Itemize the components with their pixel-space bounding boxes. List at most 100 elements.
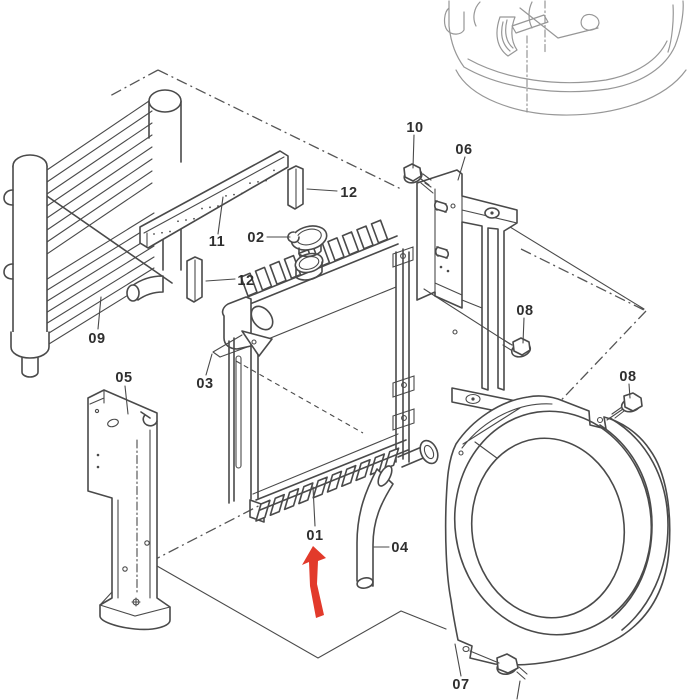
bracket-left-folds (89, 389, 171, 617)
callout-03: 03 (196, 376, 213, 392)
pipe-opening (423, 444, 435, 460)
plane-dash-left (149, 499, 271, 563)
bar-stipple-dot (153, 233, 155, 235)
bar-stipple-dot (257, 180, 259, 183)
tab-hole (401, 415, 407, 421)
hole (94, 408, 100, 414)
callout-04: 04 (391, 540, 408, 556)
bracket-right-outline (416, 169, 518, 391)
leader-11 (217, 196, 224, 235)
bar-stipple-dot (241, 192, 243, 195)
dot (446, 269, 450, 273)
hole (452, 329, 458, 335)
fitting-hole (251, 339, 257, 345)
bar-stipple-dot (249, 182, 251, 185)
right-tank-top (148, 89, 182, 113)
radiator-cap (287, 225, 328, 258)
oil-cooler (3, 89, 182, 378)
bar-stipple-dot (169, 230, 171, 233)
left-tank-foot (21, 357, 39, 378)
shroud-inner-ring (470, 437, 626, 619)
bracket-left-outline (87, 389, 171, 631)
callout-labels: 01 02 03 04 05 06 07 08 08 09 10 11 12 1… (88, 120, 636, 693)
elbow-opening (126, 284, 140, 302)
inlet-stub (250, 305, 274, 331)
hole (450, 203, 456, 209)
hose-body (356, 468, 394, 587)
cap-tab (287, 231, 300, 244)
leader-03 (205, 353, 213, 376)
engine-details (473, 1, 600, 57)
oil-cooler-tubes (35, 98, 155, 353)
radiator-bottom-tank (255, 439, 409, 511)
leader-01 (312, 486, 316, 527)
foot-nut (465, 393, 481, 405)
bolt-10 (403, 163, 432, 188)
engine-centerlines (526, 0, 546, 113)
hole (458, 450, 464, 456)
left-tank-cap (10, 331, 50, 359)
leader-08-lower (606, 383, 631, 421)
leader-06 (457, 156, 466, 181)
oil-cooler-right-tank (126, 89, 182, 302)
bar-stipple-dot (233, 193, 235, 196)
mount-tabs (392, 246, 415, 431)
callout-11: 11 (209, 234, 226, 250)
bar-stipple-dot (265, 179, 267, 182)
shroud-right-band (599, 417, 669, 631)
drain-hidden-line (235, 360, 364, 434)
pipe-flange (419, 439, 439, 465)
dot (96, 465, 100, 469)
bracket-plane-line (491, 215, 645, 310)
hole (144, 540, 150, 546)
dot (96, 453, 100, 457)
bolt-threads (420, 173, 432, 188)
leader-bottom-bolt (469, 650, 500, 664)
tab-hole (400, 253, 406, 259)
bolt-08-lower (611, 392, 643, 419)
fitting-body (241, 330, 273, 357)
nut-lower (434, 246, 450, 259)
radiator-top-tank (244, 235, 399, 307)
foot-hole (462, 645, 470, 653)
hose (356, 465, 394, 589)
bolt-threads (516, 666, 528, 700)
hole (122, 566, 128, 572)
callout-10: 10 (406, 120, 423, 136)
leader-08-upper (423, 288, 525, 345)
leader-07 (454, 643, 462, 677)
callout-08-upper: 08 (516, 303, 533, 319)
bolt-head (512, 337, 531, 356)
left-tank-body (12, 165, 48, 335)
bracket-left-slot-hole (107, 418, 119, 428)
callout-06: 06 (455, 142, 472, 158)
right-tank-body (148, 100, 182, 271)
cap-skirt (298, 244, 322, 258)
hose-top-opening (377, 465, 393, 487)
radiator-right-channel (392, 246, 415, 463)
shroud-outer-ring (453, 410, 653, 636)
oil-cooler-tube-brace (43, 193, 173, 284)
pad-lower (186, 256, 203, 303)
pointer-arrow (302, 546, 326, 618)
hose-bottom-opening (356, 577, 374, 589)
leader-05 (124, 385, 129, 415)
leader-lines (97, 134, 631, 677)
bolt-bottom (496, 653, 528, 700)
leader-12-lower (205, 278, 236, 282)
nut-upper (433, 200, 449, 213)
leader-09 (97, 296, 102, 330)
leader-10 (412, 134, 434, 194)
radiator-left-channel (228, 337, 265, 523)
callout-05: 05 (115, 370, 132, 386)
plane-dash-right (548, 310, 647, 414)
radiator-bottom-fins (255, 447, 400, 522)
callout-07: 07 (452, 677, 469, 693)
bracket-left-top-nut (140, 411, 158, 427)
bracket-left (87, 389, 171, 631)
bar-stipple-dot (185, 219, 187, 221)
bolt-threads (611, 406, 625, 419)
engine-assembly (443, 0, 687, 116)
